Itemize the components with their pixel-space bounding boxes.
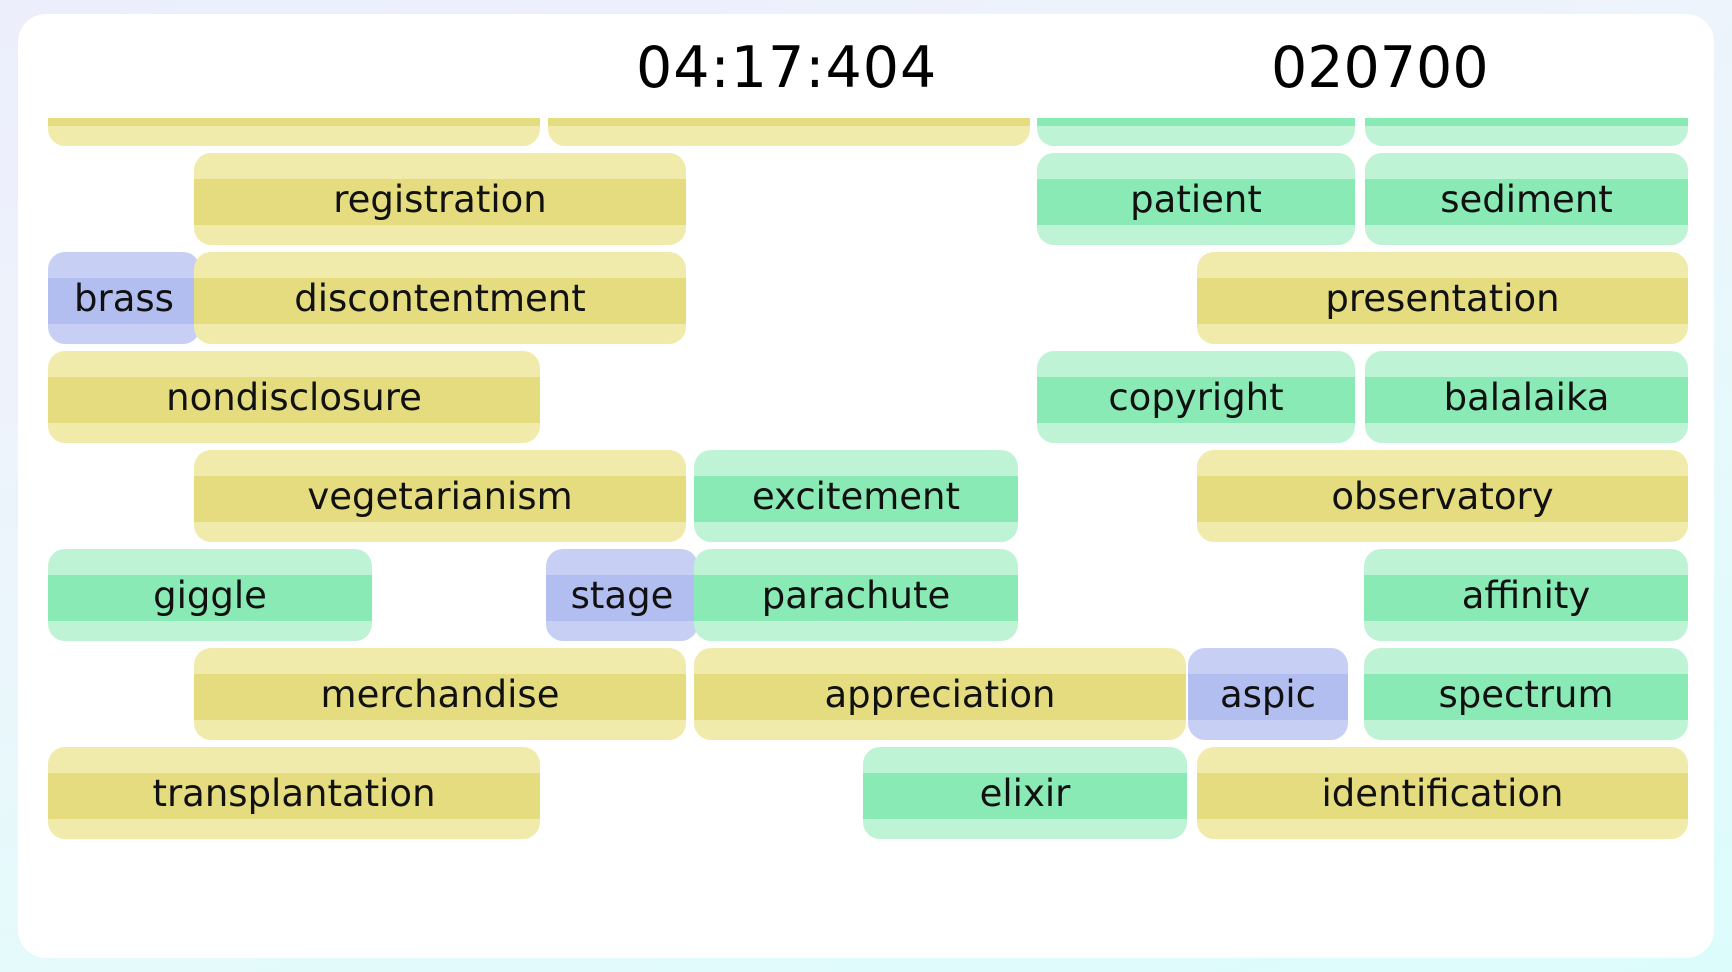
word-chip-label: sediment [1440,177,1613,221]
word-chip-label: affinity [1461,573,1591,617]
word-chip-band [1365,179,1688,225]
word-chip[interactable]: spectrum [1364,648,1688,740]
word-chip-partial[interactable] [548,118,1030,146]
word-chip[interactable]: elixir [863,747,1187,839]
word-chip-label: spectrum [1438,672,1614,716]
word-chip[interactable]: appreciation [694,648,1186,740]
word-chip-partial[interactable] [1037,118,1355,146]
word-chip-band [1197,278,1688,324]
word-chip-band [48,773,540,819]
word-chip[interactable]: balalaika [1365,351,1688,443]
word-chip-band [1364,674,1688,720]
word-chip-label: giggle [153,573,267,617]
word-chip-band [694,476,1018,522]
word-chip[interactable]: identification [1197,747,1688,839]
word-chip-label: stage [570,573,674,617]
word-chip-label: vegetarianism [307,474,573,518]
word-chip[interactable]: excitement [694,450,1018,542]
word-chip-band [863,773,1187,819]
word-chip[interactable]: patient [1037,153,1355,245]
game-card: 04:17:404 020700 registration patient sedi… [18,14,1714,958]
word-chip-band [1037,377,1355,423]
word-chip-label: aspic [1219,672,1317,716]
word-chip[interactable]: parachute [694,549,1018,641]
word-chip-band [194,674,686,720]
score-display: 020700 [1271,35,1489,101]
word-chip[interactable]: aspic [1188,648,1348,740]
word-chip-partial[interactable] [48,118,540,146]
word-chip-label: excitement [751,474,961,518]
word-chip-label: discontentment [294,276,586,320]
word-chip[interactable]: brass [48,252,200,344]
word-chip-label: presentation [1325,276,1560,320]
word-chip[interactable]: registration [194,153,686,245]
word-chip-band [194,476,686,522]
word-chip-label: balalaika [1443,375,1610,419]
word-chip-band [548,118,1030,126]
word-chip-label: nondisclosure [166,375,422,419]
word-chip[interactable]: discontentment [194,252,686,344]
word-chip-label: elixir [979,771,1071,815]
word-chip-label: parachute [761,573,951,617]
word-chip[interactable]: stage [546,549,698,641]
timer-display: 04:17:404 [636,35,938,101]
word-chip[interactable]: vegetarianism [194,450,686,542]
word-chip-partial[interactable] [1365,118,1688,146]
word-chip-band [694,575,1018,621]
word-chip-band [1365,118,1688,126]
word-chip-band [48,278,200,324]
word-chip-label: merchandise [320,672,560,716]
word-chip[interactable]: presentation [1197,252,1688,344]
word-chip[interactable]: transplantation [48,747,540,839]
word-chip-band [194,179,686,225]
word-chip-band [1197,773,1688,819]
word-chip-label: brass [74,276,174,320]
word-chip-board-inner: registration patient sediment brass disconte… [18,118,1714,958]
word-chip-board[interactable]: registration patient sediment brass disconte… [18,118,1714,958]
word-chip[interactable]: affinity [1364,549,1688,641]
word-chip-band [48,118,540,126]
word-chip-band [694,674,1186,720]
word-chip-band [1037,179,1355,225]
word-chip-label: registration [333,177,547,221]
word-chip-label: appreciation [824,672,1056,716]
word-chip-band [194,278,686,324]
word-chip-band [48,575,372,621]
word-chip-label: patient [1130,177,1262,221]
word-chip-band [1197,476,1688,522]
word-chip[interactable]: sediment [1365,153,1688,245]
word-chip-band [546,575,698,621]
word-chip-band [1365,377,1688,423]
word-chip-label: identification [1321,771,1564,815]
word-chip[interactable]: observatory [1197,450,1688,542]
word-chip-band [1188,674,1348,720]
word-chip-label: observatory [1331,474,1554,518]
word-chip[interactable]: giggle [48,549,372,641]
word-chip[interactable]: merchandise [194,648,686,740]
word-chip[interactable]: copyright [1037,351,1355,443]
hud-header: 04:17:404 020700 [18,14,1714,118]
word-chip-label: copyright [1108,375,1284,419]
word-chip-label: transplantation [152,771,436,815]
word-chip-band [1364,575,1688,621]
word-chip-band [48,377,540,423]
word-chip-band [1037,118,1355,126]
word-chip[interactable]: nondisclosure [48,351,540,443]
